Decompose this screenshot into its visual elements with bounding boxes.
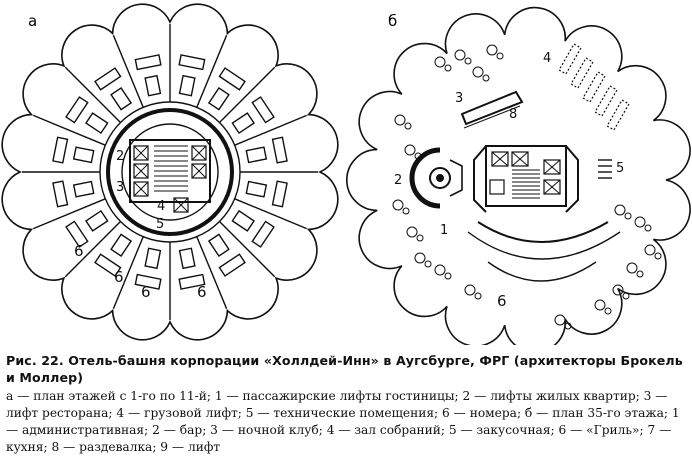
panel-b-label-6: 6: [497, 292, 507, 310]
panel-b-label-4: 4: [543, 51, 551, 66]
panel-b-label-2: 2: [394, 173, 402, 188]
panel-a-label-6d: 6: [197, 283, 207, 301]
panel-b-label-1: 1: [440, 223, 448, 238]
floor-plan-drawing: а 2 3: [1, 3, 691, 354]
panel-b-label-8: 8: [509, 107, 517, 122]
panel-a-label-6a: 6: [74, 242, 84, 260]
panel-b-letter: б: [388, 12, 397, 30]
panel-a-label-3: 3: [116, 180, 124, 195]
panel-b-core: [473, 145, 579, 213]
panel-b-label-5: 5: [616, 161, 624, 176]
panel-a-label-5: 5: [156, 217, 164, 232]
panel-a-plan: а 2 3: [1, 3, 339, 341]
panel-b-night-club: [460, 90, 524, 129]
caption-body: а — план этажей с 1-го по 11-й; 1 — пасс…: [6, 389, 680, 454]
panel-b-label-3: 3: [455, 91, 463, 106]
panel-b-bar: [409, 147, 463, 209]
panel-a-letter: а: [28, 12, 37, 30]
panel-a-label-4: 4: [157, 199, 165, 214]
panel-a-label-6b: 6: [114, 268, 124, 286]
panel-b-assembly-hall: [558, 43, 630, 179]
panel-b-plan: б: [346, 6, 691, 354]
caption-title: Рис. 22. Отель-башня корпорации «Холлдей…: [6, 353, 683, 385]
figure-caption: Рис. 22. Отель-башня корпорации «Холлдей…: [6, 352, 690, 456]
panel-a-core: [106, 108, 234, 236]
panel-a-label-6c: 6: [141, 283, 151, 301]
floor-plan-figure: а 2 3: [1, 3, 691, 354]
panel-a-label-2: 2: [116, 149, 124, 164]
panel-b-grill: [467, 221, 621, 282]
